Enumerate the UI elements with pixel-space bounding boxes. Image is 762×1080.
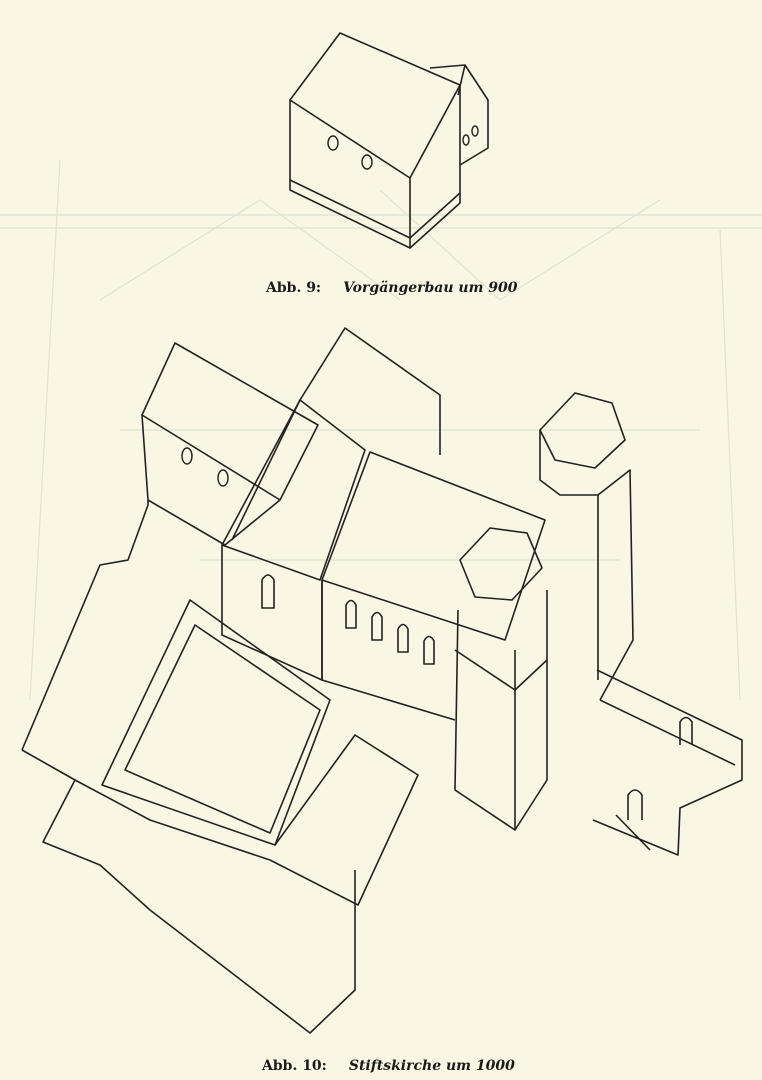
figure-9-caption: Abb. 9: Vorgängerbau um 900 bbox=[266, 280, 518, 296]
figure-10-title: Stiftskirche um 1000 bbox=[348, 1058, 515, 1074]
figure-10-caption: Abb. 10: Stiftskirche um 1000 bbox=[262, 1058, 515, 1074]
figure-9-label: Abb. 9: bbox=[266, 280, 322, 296]
figure-9-title: Vorgängerbau um 900 bbox=[343, 280, 518, 296]
figure-9-predecessor-building-drawing bbox=[289, 32, 489, 249]
figure-10-label: Abb. 10: bbox=[262, 1058, 327, 1074]
